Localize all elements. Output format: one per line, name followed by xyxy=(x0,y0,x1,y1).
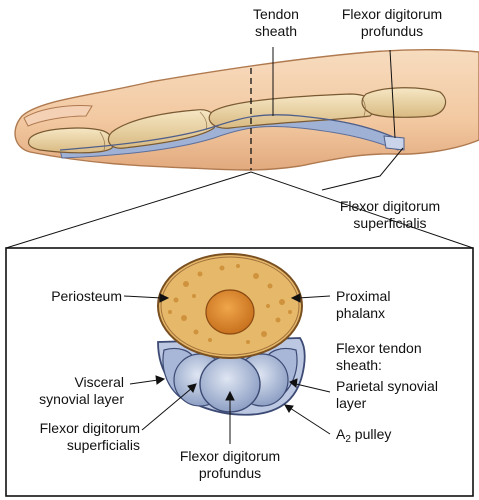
label-a2-pulley: A2 pulley xyxy=(336,426,446,448)
label-parietal-synovial-line1: Parietal synovial xyxy=(336,378,438,394)
marrow-cavity xyxy=(205,289,255,335)
tendon-sheath-outline xyxy=(59,114,401,151)
label-parietal-synovial-line2: layer xyxy=(336,395,367,411)
label-cross-fdp-line2: profundus xyxy=(198,465,262,481)
label-flexor-tendon-sheath-line1: Flexor tendon xyxy=(336,340,422,356)
label-cross-fdp: Flexor digitorum profundus xyxy=(160,448,300,482)
label-a2-letter: A xyxy=(336,426,346,442)
label-proximal-phalanx-line2: phalanx xyxy=(336,305,386,321)
label-tendon-sheath-line2: sheath xyxy=(254,23,298,39)
fingernail xyxy=(23,105,93,127)
label-a2-suffix: pulley xyxy=(350,426,392,442)
metacarpal-head xyxy=(361,87,447,118)
label-top-fds-line2: superficialis xyxy=(353,215,427,231)
label-visceral-synovial-line2: synovial layer xyxy=(39,391,124,407)
label-tendon-sheath-line1: Tendon xyxy=(253,6,299,22)
label-cross-fds-line1: Flexor digitorum xyxy=(39,420,140,436)
label-top-fds: Flexor digitorum superficialis xyxy=(320,198,460,232)
label-tendon-sheath: Tendon sheath xyxy=(236,6,316,40)
label-proximal-phalanx: Proximal phalanx xyxy=(336,288,456,322)
periosteum-ring xyxy=(160,256,300,356)
label-top-fdp-line1: Flexor digitorum xyxy=(341,6,443,22)
label-cross-fds-line2: superficialis xyxy=(66,437,140,453)
label-top-fds-line1: Flexor digitorum xyxy=(339,198,441,214)
tendon-end xyxy=(383,135,405,151)
label-visceral-synovial-line1: Visceral xyxy=(74,374,124,390)
cancellous-bone-texture xyxy=(168,264,292,344)
middle-phalanx xyxy=(107,109,217,149)
cross-section xyxy=(157,253,306,416)
label-a2-subscript: 2 xyxy=(345,434,351,445)
label-proximal-phalanx-line1: Proximal xyxy=(336,288,391,304)
label-top-fdp-line2: profundus xyxy=(360,23,424,39)
label-parietal-synovial: Parietal synovial layer xyxy=(336,378,466,412)
finger-illustration xyxy=(14,49,479,171)
label-flexor-tendon-sheath: Flexor tendon sheath: xyxy=(336,340,466,374)
label-top-fdp: Flexor digitorum profundus xyxy=(322,6,462,40)
label-periosteum: Periosteum xyxy=(51,288,122,304)
cross-section-leaders xyxy=(123,293,331,444)
label-cross-fds: Flexor digitorum superficialis xyxy=(12,420,140,454)
label-flexor-tendon-sheath-line2: sheath: xyxy=(336,357,382,373)
label-cross-fdp-line1: Flexor digitorum xyxy=(179,448,281,464)
top-leader-lines xyxy=(5,47,474,249)
label-visceral-synovial: Visceral synovial layer xyxy=(12,374,124,408)
